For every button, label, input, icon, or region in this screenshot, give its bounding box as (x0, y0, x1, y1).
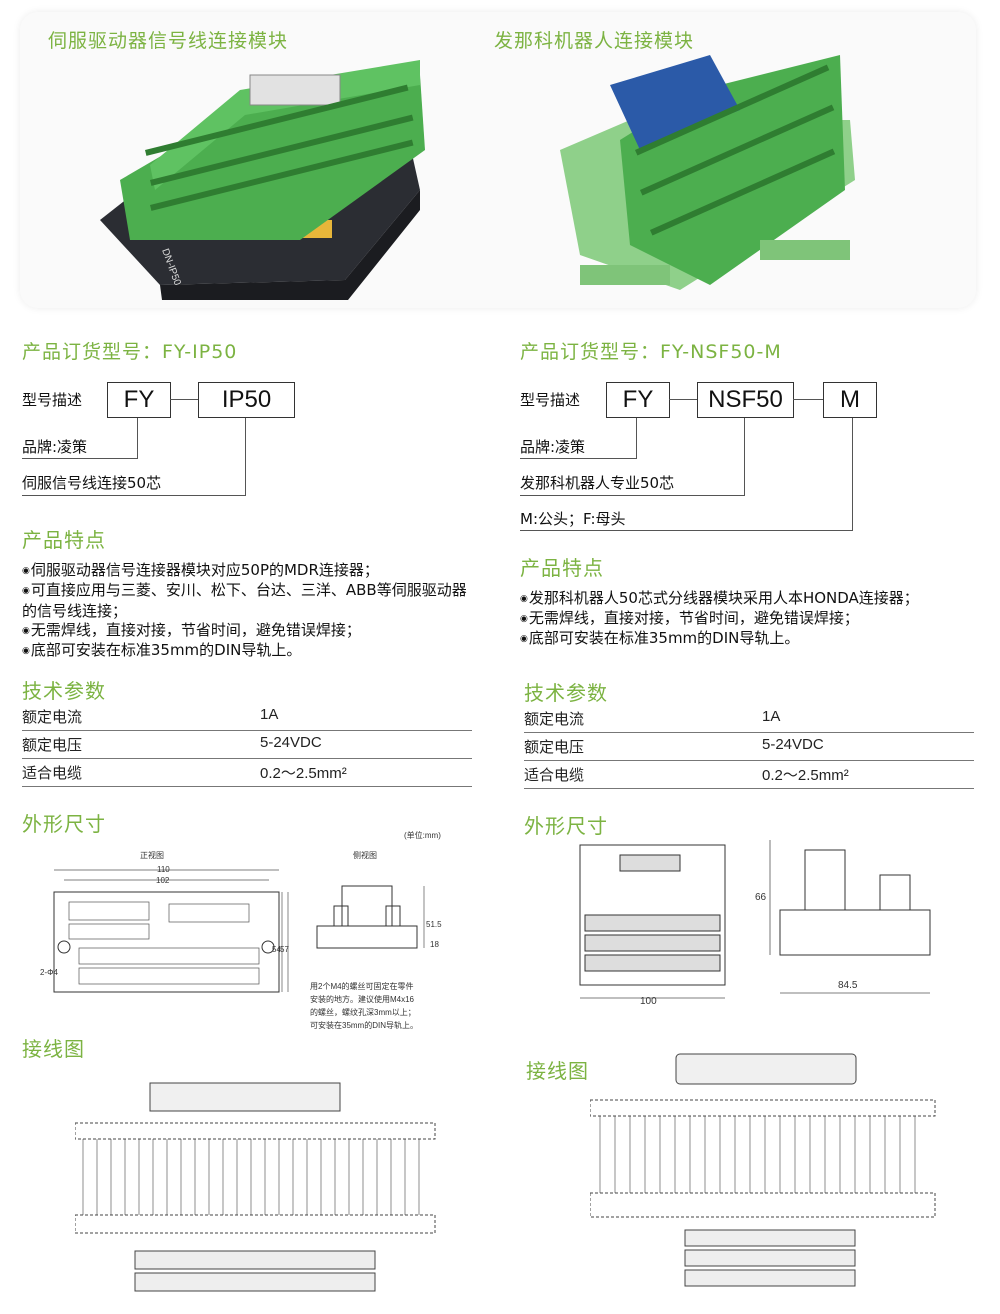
right-side-view-drawing (769, 840, 931, 994)
right-dims-title: 外形尺寸 (524, 814, 608, 838)
left-dim-102: 102 (156, 876, 170, 885)
bullet-dot-icon: ◉ (22, 565, 30, 576)
left-model-desc-label: 型号描述 (22, 391, 83, 409)
left-photo-title: 伺服驱动器信号线连接模块 (48, 30, 289, 52)
right-photo-title: 发那科机器人连接模块 (494, 30, 695, 52)
right-third-leader (852, 418, 853, 530)
left-code-connector (170, 399, 198, 400)
bullet-dot-icon: ◉ (520, 633, 528, 644)
left-wiring-title: 接线图 (22, 1037, 85, 1061)
left-front-view-label: 正视图 (140, 851, 164, 860)
left-dim-hole: 2-Φ4 (40, 968, 58, 977)
right-dim-66: 66 (755, 892, 767, 903)
left-feature-3: ◉无需焊线，直接对接，节省时间，避免错误焊接； (22, 621, 361, 639)
left-dims-notes: 用2个M4的螺丝可固定在零件 安装的地方。建议使用M4x16 的螺丝，螺纹孔深3… (310, 982, 419, 1030)
left-dims-title: 外形尺寸 (22, 812, 106, 836)
left-model-title: 产品订货型号：FY-IP50 (22, 341, 238, 363)
right-code-box-nsf50: NSF50 (697, 382, 794, 418)
left-feature-1: ◉伺服驱动器信号连接器模块对应50P的MDR连接器； (22, 561, 379, 579)
right-specs-title: 技术参数 (524, 681, 608, 705)
bullet-dot-icon: ◉ (520, 593, 528, 604)
left-wiring-diagram (75, 1082, 436, 1292)
bullet-dot-icon: ◉ (22, 625, 30, 636)
right-wiring-diagram (590, 1053, 936, 1287)
right-brand-underline (520, 458, 637, 459)
right-feature-1: ◉发那科机器人50芯式分线器模块采用人本HONDA连接器； (520, 589, 919, 607)
right-features-title: 产品特点 (520, 556, 604, 580)
left-dim-57: 57 (280, 945, 289, 954)
bullet-dot-icon: ◉ (22, 645, 30, 656)
left-dims-unit: (单位:mm) (404, 831, 441, 840)
left-features-title: 产品特点 (22, 528, 106, 552)
left-feature-2: ◉可直接应用与三菱、安川、松下、台达、三洋、ABB等伺服驱动器的信号线连接； (22, 581, 467, 620)
left-specs-title: 技术参数 (22, 679, 106, 703)
left-feature-4: ◉底部可安装在标准35mm的DIN导轨上。 (22, 641, 302, 659)
left-product-image: DN-IP50 (100, 60, 425, 300)
right-feature-3: ◉底部可安装在标准35mm的DIN导轨上。 (520, 629, 800, 647)
bullet-dot-icon: ◉ (520, 613, 528, 624)
left-dim-side-h: 51.5 (426, 920, 442, 929)
right-dim-845: 84.5 (838, 980, 858, 991)
left-code-box-fy: FY (107, 382, 171, 418)
left-code-box-ip50: IP50 (198, 382, 295, 418)
left-second-underline (22, 495, 246, 496)
left-dim-18: 18 (430, 940, 439, 949)
right-third-underline (520, 530, 853, 531)
right-code-connector-1 (669, 399, 697, 400)
right-brand-leader (636, 418, 637, 458)
right-dim-100: 100 (640, 996, 657, 1007)
right-wiring-title: 接线图 (526, 1059, 589, 1083)
right-model-desc-label: 型号描述 (520, 391, 581, 409)
right-code-box-fy: FY (606, 382, 670, 418)
right-code-connector-2 (793, 399, 823, 400)
left-front-view-drawing (53, 869, 289, 993)
bullet-dot-icon: ◉ (22, 585, 30, 596)
right-second-leader (744, 418, 745, 495)
left-side-view-drawing (316, 885, 425, 949)
right-product-image (560, 55, 855, 290)
right-model-title: 产品订货型号：FY-NSF50-M (520, 341, 782, 363)
right-front-view-drawing (579, 844, 726, 999)
left-brand-leader (137, 418, 138, 458)
left-second-leader (245, 418, 246, 495)
right-code-box-m: M (823, 382, 877, 418)
right-second-label: 发那科机器人专业50芯 (520, 474, 675, 492)
left-dim-54: 54 (272, 945, 281, 954)
left-dim-110: 110 (157, 865, 170, 874)
right-feature-2: ◉无需焊线，直接对接，节省时间，避免错误焊接； (520, 609, 859, 627)
right-brand-label: 品牌:凌策 (520, 438, 586, 456)
left-brand-underline (22, 458, 138, 459)
right-third-label: M:公头；F:母头 (520, 510, 626, 528)
left-brand-label: 品牌:凌策 (22, 438, 88, 456)
right-second-underline (520, 495, 745, 496)
left-second-label: 伺服信号线连接50芯 (22, 474, 162, 492)
left-side-view-label: 侧视图 (353, 851, 377, 860)
